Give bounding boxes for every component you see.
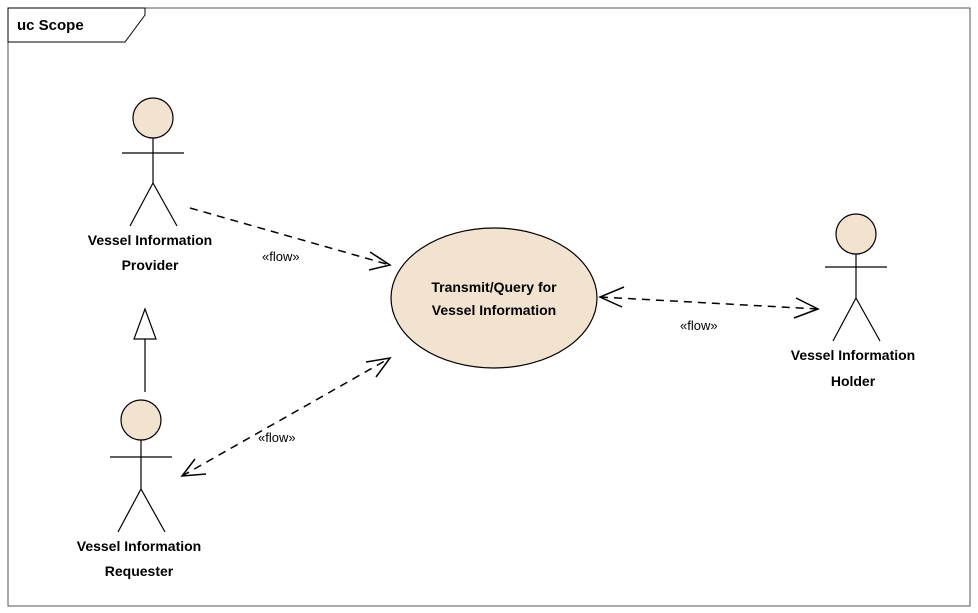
provider-flow-connector[interactable] <box>189 207 392 271</box>
actor-requester-name-line1: Vessel Information <box>77 538 201 554</box>
actor-head <box>120 399 162 441</box>
actor-provider-name-line1: Vessel Information <box>88 232 212 248</box>
frame-title: uc Scope <box>17 17 84 34</box>
frame-title-tab <box>7 7 146 43</box>
generalization-arrowhead <box>133 307 157 340</box>
actor-head <box>132 97 174 139</box>
actor-provider-name-line2: Provider <box>122 257 179 273</box>
requester-flow-connector[interactable] <box>180 356 392 477</box>
usecase-transmit-query[interactable]: Transmit/Query for Vessel Information <box>390 227 598 369</box>
requester-flow-label: «flow» <box>258 430 296 445</box>
actor-holder[interactable] <box>825 213 887 342</box>
actor-head <box>835 213 877 255</box>
usecase-label-line2: Vessel Information <box>432 302 556 318</box>
actor-requester-name-line2: Requester <box>105 563 174 579</box>
actor-holder-name-line1: Vessel Information <box>791 347 915 363</box>
generalization-connector[interactable] <box>133 307 157 392</box>
holder-flow-label: «flow» <box>680 318 718 333</box>
actor-holder-name-line2: Holder <box>831 373 876 389</box>
actor-provider[interactable] <box>122 97 184 227</box>
holder-flow-connector[interactable] <box>598 286 820 319</box>
actor-requester[interactable] <box>110 399 172 533</box>
provider-flow-label: «flow» <box>262 249 300 264</box>
usecase-label-line1: Transmit/Query for <box>431 279 557 295</box>
